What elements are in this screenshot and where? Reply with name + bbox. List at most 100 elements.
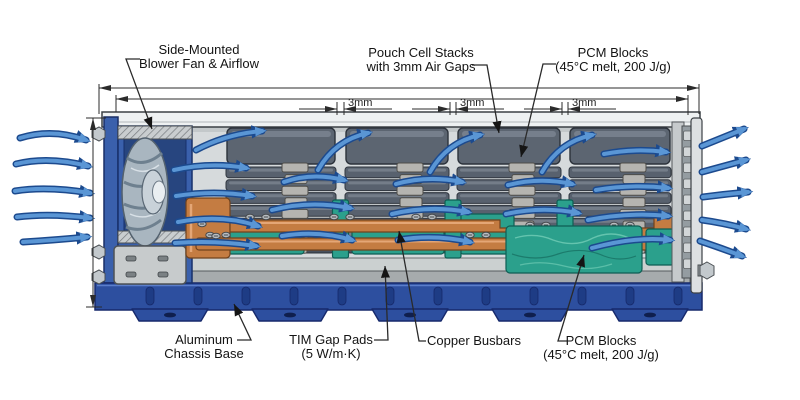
chassis-rib [577, 286, 587, 306]
leader-busbars [396, 230, 426, 342]
label-pouch-cells: with 3mm Air Gaps [365, 59, 476, 74]
airflow-arrow [506, 177, 577, 188]
pcm-tab-block [622, 174, 646, 185]
gap-dim-label: 3mm [460, 97, 484, 109]
bracket-screw-slot [125, 271, 137, 278]
label-blower-fan: Side-Mounted [159, 42, 240, 57]
pcm-tab-block [508, 185, 536, 196]
leader-tim [374, 265, 391, 341]
airflow-arrow [540, 131, 597, 174]
airflow-arrow [504, 206, 583, 217]
airflow-arrow [176, 216, 263, 229]
label-tim: (5 W/m·K) [301, 346, 360, 361]
chassis-rib [193, 286, 203, 306]
airflow-arrow [701, 187, 753, 199]
airflow-arrow [586, 210, 673, 222]
right-hex-bolt [699, 261, 715, 280]
hex-bolt [91, 126, 106, 142]
leader-chassis [233, 303, 253, 341]
chassis-rib [337, 286, 347, 306]
chassis-rib [385, 286, 395, 306]
airflow-arrow [280, 231, 357, 243]
chassis-rib [433, 286, 443, 306]
airflow-arrow [174, 190, 257, 200]
foot-hole [524, 312, 536, 318]
enclosure-lid [101, 111, 701, 128]
bracket-screw-slot [157, 255, 169, 262]
pcm-texture [514, 233, 630, 245]
dimension-lines: 3mm 3mm 3mm [86, 84, 700, 308]
chassis-rib [241, 286, 251, 306]
foot-hole [284, 312, 296, 318]
gap-dim-label: 3mm [348, 97, 372, 109]
airflow-arrow [700, 218, 751, 232]
airflow-arrow [18, 131, 91, 143]
gap-dim-1: 3mm [299, 97, 392, 115]
label-pcm-top: PCM Blocks [578, 45, 649, 60]
cell-top-highlight [350, 131, 444, 137]
airflow-arrow [13, 186, 95, 197]
hex-bolt [91, 244, 106, 260]
airflow-arrow [700, 127, 749, 148]
leader-pcm-bottom [557, 254, 585, 342]
pcm-tab-block [281, 162, 309, 173]
airflow-arrow [698, 239, 747, 259]
airflow-arrow [270, 201, 355, 212]
pcm-tab-block [396, 162, 424, 173]
chassis-rib [289, 286, 299, 306]
bracket-screw-slot [125, 255, 137, 262]
pcm-tab-block [396, 185, 424, 196]
vent-slots [683, 130, 693, 269]
pcm-tab-block [281, 208, 309, 219]
impeller-blade [126, 151, 163, 164]
foot-hole [404, 312, 416, 318]
cell-top-highlight [462, 131, 556, 137]
bracket-plate [113, 245, 187, 285]
fan-impeller [121, 137, 169, 247]
gap-dim-3: 3mm [524, 97, 616, 115]
pcm-texture [511, 249, 637, 260]
pcm-tab-block [508, 162, 536, 173]
airflow-arrow [15, 212, 95, 222]
chassis-base [94, 282, 703, 322]
leader-pouch [472, 64, 502, 134]
label-chassis: Aluminum [175, 332, 233, 347]
airflow-arrow [602, 146, 671, 156]
airflow-arrow [282, 173, 349, 184]
chassis-rib [481, 286, 491, 306]
airflow-arrow [316, 129, 373, 172]
airflow-arrow [14, 158, 93, 169]
airflow-arrow [173, 240, 261, 250]
airflow-arrow [594, 182, 673, 193]
pcm-tab-block [511, 197, 535, 208]
gap-dim-2: 3mm [412, 97, 504, 115]
pcm-tab-block [622, 197, 646, 208]
chassis-rib [145, 286, 155, 306]
pcm-block-small [645, 228, 675, 266]
label-busbars: Copper Busbars [427, 333, 521, 348]
pcm-tab-block [619, 162, 647, 173]
airflow-arrow [700, 157, 751, 174]
airflow-arrow [394, 175, 467, 186]
airflow-arrow [194, 126, 267, 152]
impeller-cap [152, 180, 166, 204]
impeller-blade [125, 218, 162, 231]
fan-housing-hatch-top [117, 125, 193, 140]
cell-layer-edge [572, 207, 668, 210]
chassis-rib [673, 286, 683, 306]
vent-outer-lip [690, 117, 703, 294]
bracket-screw-slot [157, 271, 169, 278]
airflow-arrow [21, 232, 92, 244]
leader-blower [125, 58, 153, 130]
pcm-tab-block [281, 185, 309, 196]
label-tim: TIM Gap Pads [289, 332, 373, 347]
chassis-rib [625, 286, 635, 306]
blower-fan [91, 125, 193, 285]
label-pcm-bottom: (45°C melt, 200 J/g) [543, 347, 659, 362]
impeller-highlight [130, 164, 160, 173]
label-blower-fan: Blower Fan & Airflow [139, 56, 260, 71]
gap-dim-label: 3mm [572, 97, 596, 109]
hex-bolt [91, 269, 106, 285]
label-pcm-top: (45°C melt, 200 J/g) [555, 59, 671, 74]
